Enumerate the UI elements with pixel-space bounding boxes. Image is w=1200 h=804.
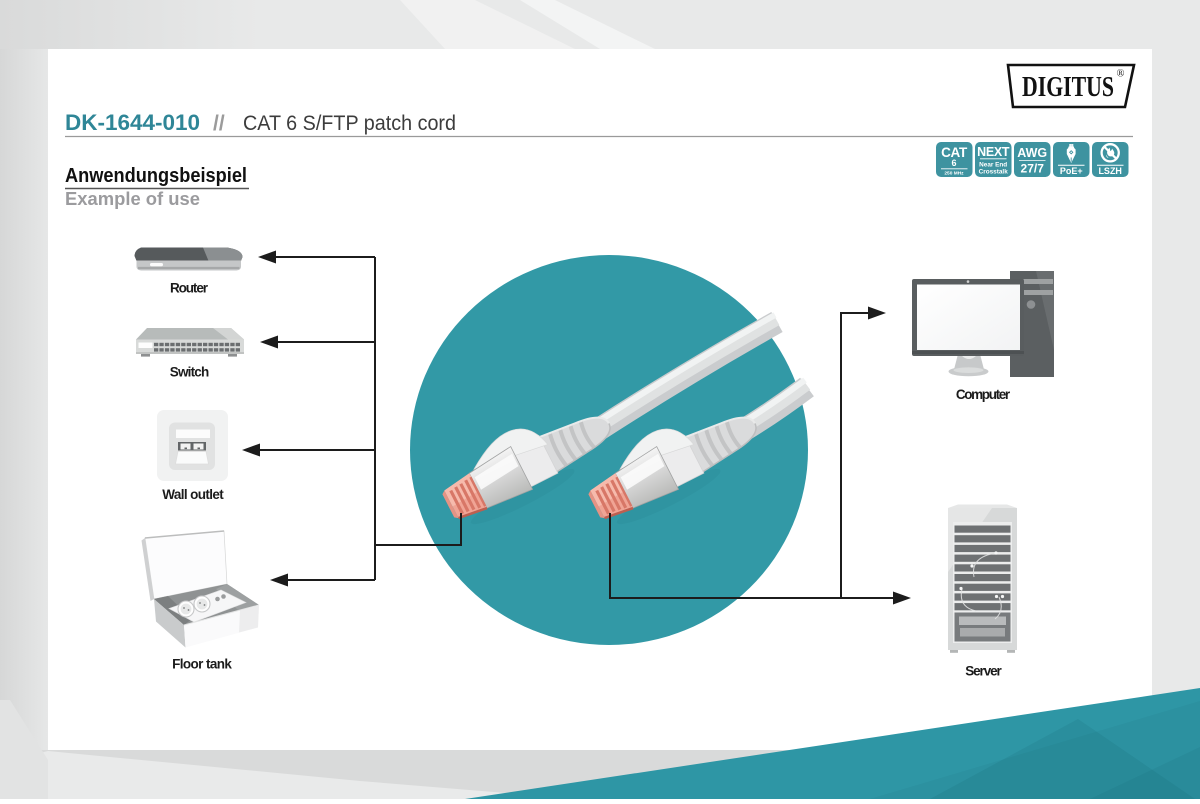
svg-text:Anwendungsbeispiel: Anwendungsbeispiel — [65, 165, 247, 187]
svg-text:250 MHz: 250 MHz — [944, 171, 964, 177]
svg-text:Router: Router — [170, 281, 209, 296]
svg-text:Wall outlet: Wall outlet — [162, 487, 224, 502]
svg-text:Floor tank: Floor tank — [172, 657, 232, 672]
svg-text:AWG: AWG — [1017, 146, 1047, 160]
svg-text:PoE+: PoE+ — [1060, 166, 1083, 176]
svg-text:Near End: Near End — [979, 162, 1007, 169]
svg-text:27/7: 27/7 — [1021, 162, 1045, 176]
svg-text://: // — [213, 112, 225, 135]
svg-text:DIGITUS: DIGITUS — [1022, 71, 1114, 103]
svg-text:Crosstalk: Crosstalk — [979, 169, 1009, 176]
svg-text:LSZH: LSZH — [1098, 166, 1122, 176]
svg-text:Switch: Switch — [170, 365, 209, 380]
svg-text:Example of use: Example of use — [65, 189, 200, 209]
svg-text:NEXT: NEXT — [977, 145, 1010, 159]
svg-text:CAT 6 S/FTP patch cord: CAT 6 S/FTP patch cord — [243, 112, 456, 135]
svg-text:6: 6 — [951, 158, 956, 168]
svg-text:Server: Server — [965, 664, 1002, 679]
svg-text:DK-1644-010: DK-1644-010 — [65, 110, 200, 135]
svg-text:®: ® — [1117, 69, 1125, 80]
svg-text:Computer: Computer — [956, 387, 1011, 402]
svg-text:CAT: CAT — [941, 145, 968, 160]
